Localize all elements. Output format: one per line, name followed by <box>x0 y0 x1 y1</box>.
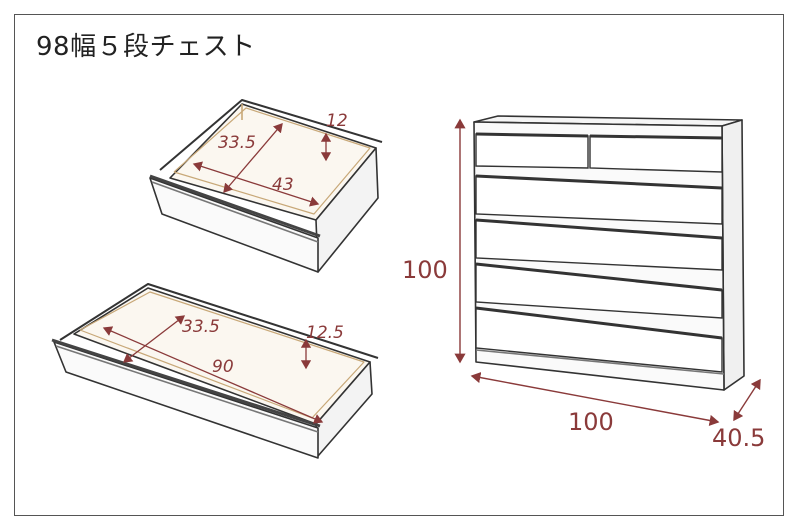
small-drawer-width-label: 43 <box>272 175 294 195</box>
large-drawer-depth-label: 33.5 <box>182 317 220 337</box>
large-drawer-height-label: 12.5 <box>306 323 344 343</box>
small-drawer-height-label: 12 <box>326 111 348 131</box>
small-drawer-depth-label: 33.5 <box>218 133 256 153</box>
chest-dimensions <box>454 118 761 426</box>
page-title: 98幅５段チェスト <box>36 32 256 62</box>
large-drawer-width-label: 90 <box>212 357 234 377</box>
small-drawer-dimensions <box>192 123 332 207</box>
chest-drawer-fronts <box>475 132 723 373</box>
large-drawer-dimensions <box>102 315 324 424</box>
chest-depth-label: 40.5 <box>712 424 765 452</box>
chest-width-label: 100 <box>568 408 614 436</box>
chest-height-label: 100 <box>402 256 448 284</box>
